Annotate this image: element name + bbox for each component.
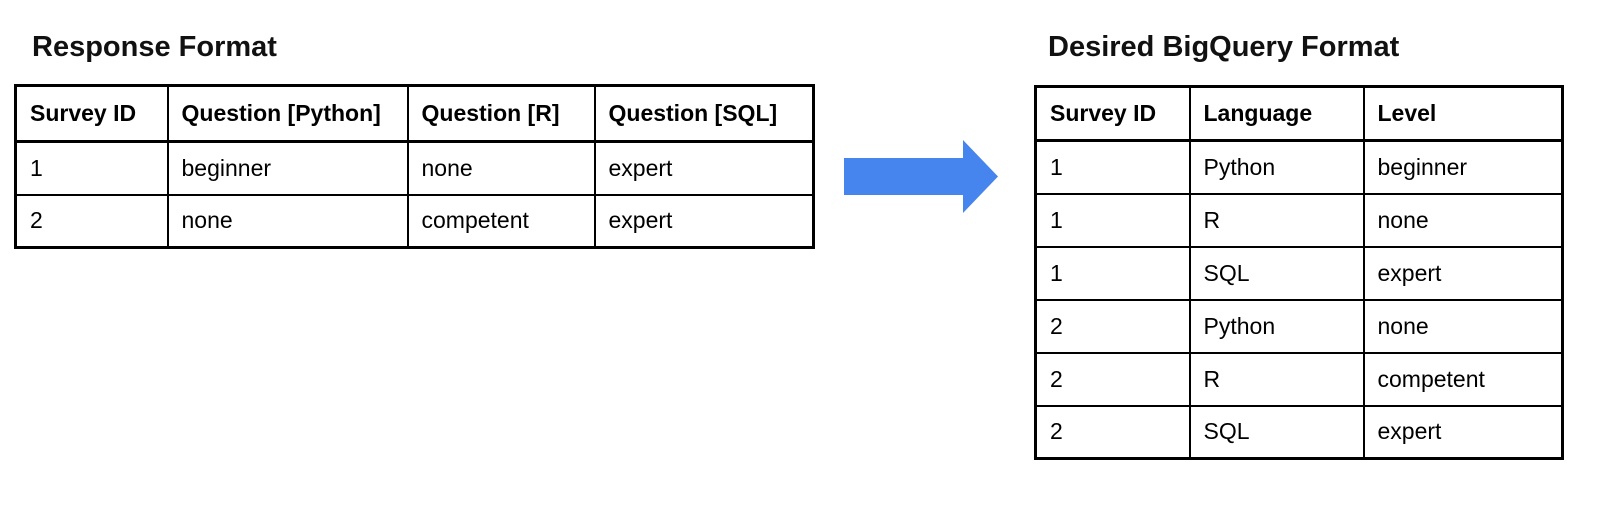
- table-cell: SQL: [1188, 245, 1365, 301]
- column-header-level: Level: [1362, 85, 1564, 142]
- table-cell: expert: [1362, 245, 1564, 301]
- table-cell: R: [1188, 192, 1365, 248]
- table-row: 2 none competent expert: [14, 193, 815, 249]
- table-cell: none: [406, 140, 596, 196]
- table-cell: Python: [1188, 298, 1365, 354]
- table-row: 1 R none: [1034, 192, 1564, 248]
- table-header-row: Survey ID Question [Python] Question [R]…: [14, 84, 815, 143]
- response-format-title: Response Format: [32, 31, 277, 63]
- table-cell: beginner: [166, 140, 409, 196]
- table-row: 2 SQL expert: [1034, 404, 1564, 460]
- column-header-question-sql: Question [SQL]: [593, 84, 815, 143]
- table-cell: 1: [1034, 192, 1191, 248]
- table-cell: expert: [593, 140, 815, 196]
- table-cell: Python: [1188, 139, 1365, 195]
- table-cell: none: [1362, 298, 1564, 354]
- table-cell: 2: [1034, 298, 1191, 354]
- column-header-question-r: Question [R]: [406, 84, 596, 143]
- table-cell: expert: [1362, 404, 1564, 460]
- table-row: 2 Python none: [1034, 298, 1564, 354]
- column-header-survey-id: Survey ID: [1034, 85, 1191, 142]
- table-cell: 2: [1034, 404, 1191, 460]
- table-cell: R: [1188, 351, 1365, 407]
- table-cell: 2: [1034, 351, 1191, 407]
- table-cell: 1: [1034, 139, 1191, 195]
- table-cell: 1: [1034, 245, 1191, 301]
- table-cell: competent: [1362, 351, 1564, 407]
- column-header-question-python: Question [Python]: [166, 84, 409, 143]
- table-row: 1 Python beginner: [1034, 139, 1564, 195]
- table-cell: SQL: [1188, 404, 1365, 460]
- column-header-survey-id: Survey ID: [14, 84, 169, 143]
- column-header-language: Language: [1188, 85, 1365, 142]
- table-header-row: Survey ID Language Level: [1034, 85, 1564, 142]
- table-row: 2 R competent: [1034, 351, 1564, 407]
- table-cell: none: [166, 193, 409, 249]
- table-cell: expert: [593, 193, 815, 249]
- right-arrow-shape: [844, 140, 998, 213]
- table-cell: 2: [14, 193, 169, 249]
- bigquery-format-title: Desired BigQuery Format: [1048, 31, 1400, 63]
- table-cell: none: [1362, 192, 1564, 248]
- right-arrow-icon: [844, 140, 998, 213]
- table-cell: 1: [14, 140, 169, 196]
- table-row: 1 beginner none expert: [14, 140, 815, 196]
- table-cell: beginner: [1362, 139, 1564, 195]
- table-row: 1 SQL expert: [1034, 245, 1564, 301]
- response-format-table: Survey ID Question [Python] Question [R]…: [14, 84, 815, 249]
- bigquery-format-table: Survey ID Language Level 1 Python beginn…: [1034, 85, 1564, 460]
- table-cell: competent: [406, 193, 596, 249]
